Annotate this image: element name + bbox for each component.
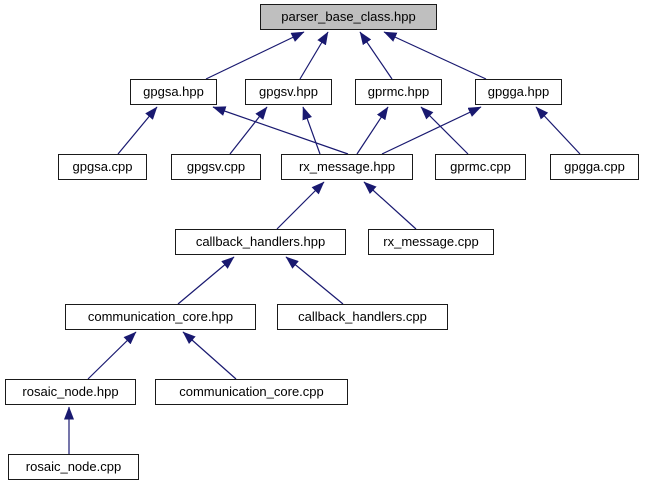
graph-node-gprmc_hpp[interactable]: gprmc.hpp bbox=[355, 79, 442, 105]
graph-node-communication_core_cpp[interactable]: communication_core.cpp bbox=[155, 379, 348, 405]
dependency-arrow-gpgga_cpp-to-gpgga_hpp bbox=[535, 106, 581, 155]
graph-node-gpgsv_hpp[interactable]: gpgsv.hpp bbox=[245, 79, 332, 105]
dependency-arrow-rx_message_hpp-to-gprmc_hpp bbox=[356, 106, 389, 155]
dependency-arrow-rx_message_cpp-to-rx_message_hpp bbox=[363, 181, 417, 230]
dependency-arrow-gprmc_cpp-to-gprmc_hpp bbox=[420, 106, 469, 155]
dependency-arrow-communication_core_hpp-to-callback_handlers_hpp bbox=[177, 256, 235, 305]
dependency-arrow-rosaic_node_hpp-to-communication_core_hpp bbox=[87, 331, 137, 380]
graph-node-communication_core_hpp[interactable]: communication_core.hpp bbox=[65, 304, 256, 330]
graph-node-gpgsv_cpp[interactable]: gpgsv.cpp bbox=[171, 154, 261, 180]
dependency-arrow-communication_core_cpp-to-communication_core_hpp bbox=[182, 331, 237, 380]
dependency-arrow-gpgsa_cpp-to-gpgsa_hpp bbox=[117, 106, 158, 155]
dependency-arrow-callback_handlers_hpp-to-rx_message_hpp bbox=[276, 181, 325, 230]
dependency-arrow-callback_handlers_cpp-to-callback_handlers_hpp bbox=[285, 256, 344, 305]
dependency-arrow-gpgga_hpp-to-parser_base_class_hpp bbox=[383, 31, 487, 80]
graph-node-callback_handlers_hpp[interactable]: callback_handlers.hpp bbox=[175, 229, 346, 255]
dependency-arrow-gpgsv_cpp-to-gpgsv_hpp bbox=[229, 106, 268, 155]
graph-node-callback_handlers_cpp[interactable]: callback_handlers.cpp bbox=[277, 304, 448, 330]
graph-node-gpgsa_cpp[interactable]: gpgsa.cpp bbox=[58, 154, 147, 180]
dependency-arrow-gpgsv_hpp-to-parser_base_class_hpp bbox=[299, 31, 329, 80]
dependency-arrow-gprmc_hpp-to-parser_base_class_hpp bbox=[359, 31, 393, 80]
dependency-arrow-rx_message_hpp-to-gpgsa_hpp bbox=[212, 106, 349, 155]
dependency-arrow-gpgsa_hpp-to-parser_base_class_hpp bbox=[205, 31, 305, 80]
graph-node-gpgsa_hpp[interactable]: gpgsa.hpp bbox=[130, 79, 217, 105]
graph-node-rosaic_node_cpp[interactable]: rosaic_node.cpp bbox=[8, 454, 139, 480]
graph-node-parser_base_class_hpp: parser_base_class.hpp bbox=[260, 4, 437, 30]
graph-node-gpgga_hpp[interactable]: gpgga.hpp bbox=[475, 79, 562, 105]
dependency-arrow-rx_message_hpp-to-gpgsv_hpp bbox=[302, 106, 321, 155]
graph-node-gprmc_cpp[interactable]: gprmc.cpp bbox=[435, 154, 526, 180]
graph-node-gpgga_cpp[interactable]: gpgga.cpp bbox=[550, 154, 639, 180]
graph-node-rosaic_node_hpp[interactable]: rosaic_node.hpp bbox=[5, 379, 136, 405]
graph-node-rx_message_hpp[interactable]: rx_message.hpp bbox=[281, 154, 413, 180]
dependency-arrow-rx_message_hpp-to-gpgga_hpp bbox=[381, 106, 482, 155]
graph-node-rx_message_cpp[interactable]: rx_message.cpp bbox=[368, 229, 494, 255]
